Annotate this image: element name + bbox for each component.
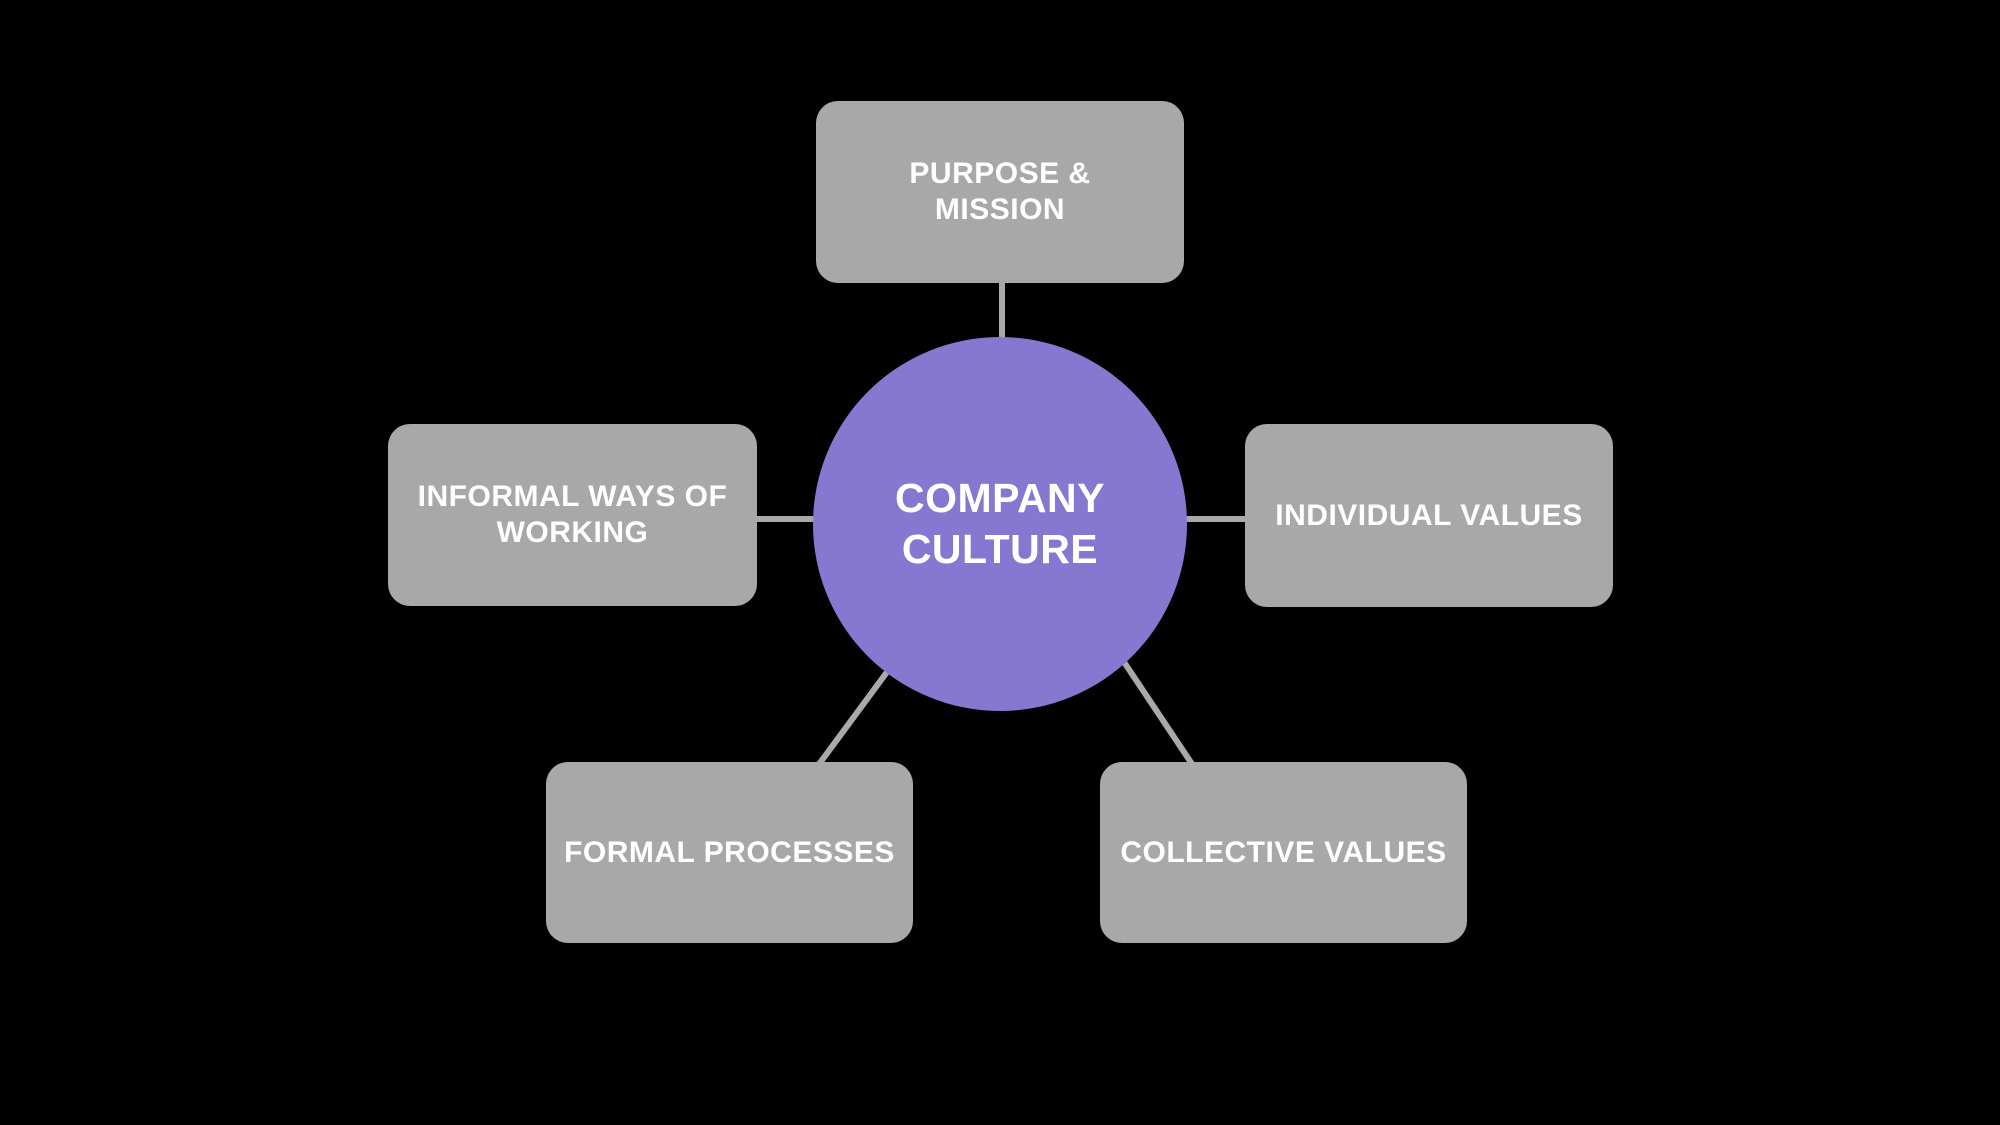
- node-formal-processes: FORMAL PROCESSES: [546, 762, 913, 943]
- node-purpose-mission: PURPOSE & MISSION: [816, 101, 1184, 283]
- center-node-label: COMPANY CULTURE: [894, 474, 1106, 572]
- node-informal-ways-of-working: INFORMAL WAYS OF WORKING: [388, 424, 757, 606]
- node-informal-ways-of-working-label: INFORMAL WAYS OF WORKING: [417, 480, 728, 549]
- node-individual-values-label: INDIVIDUAL VALUES: [1275, 498, 1583, 532]
- node-purpose-mission-label: PURPOSE & MISSION: [909, 157, 1091, 226]
- center-node-company-culture: COMPANY CULTURE: [813, 337, 1187, 711]
- node-formal-processes-label: FORMAL PROCESSES: [564, 835, 895, 869]
- node-individual-values: INDIVIDUAL VALUES: [1245, 424, 1613, 607]
- node-collective-values: COLLECTIVE VALUES: [1100, 762, 1467, 943]
- node-collective-values-label: COLLECTIVE VALUES: [1120, 835, 1447, 869]
